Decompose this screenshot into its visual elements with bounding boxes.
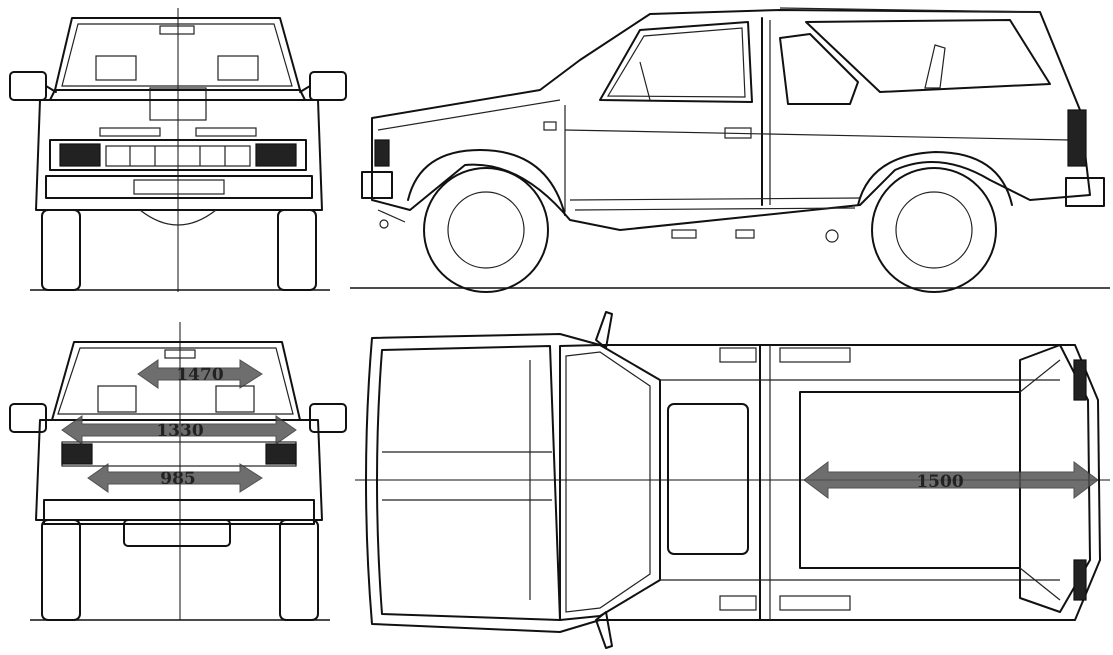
front-view <box>9 8 347 292</box>
rear-dimension-arrows: 1470 1330 985 <box>61 359 297 493</box>
cargo-length-dimension-arrow <box>803 461 1099 499</box>
top-view <box>355 311 1110 649</box>
rear-lower-dimension-arrow <box>87 463 263 493</box>
rear-upper-dimension-arrow <box>137 359 263 389</box>
rear-middle-dimension-arrow <box>61 415 297 445</box>
cargo-length-dimension-label: 1500 <box>916 472 963 492</box>
cargo-dimension-arrows: 1500 <box>803 461 1099 499</box>
rear-view <box>9 322 347 621</box>
rear-middle-dimension-label: 1330 <box>156 421 203 441</box>
rear-lower-dimension-label: 985 <box>160 469 196 489</box>
side-view <box>350 7 1110 293</box>
rear-upper-dimension-label: 1470 <box>176 365 223 385</box>
